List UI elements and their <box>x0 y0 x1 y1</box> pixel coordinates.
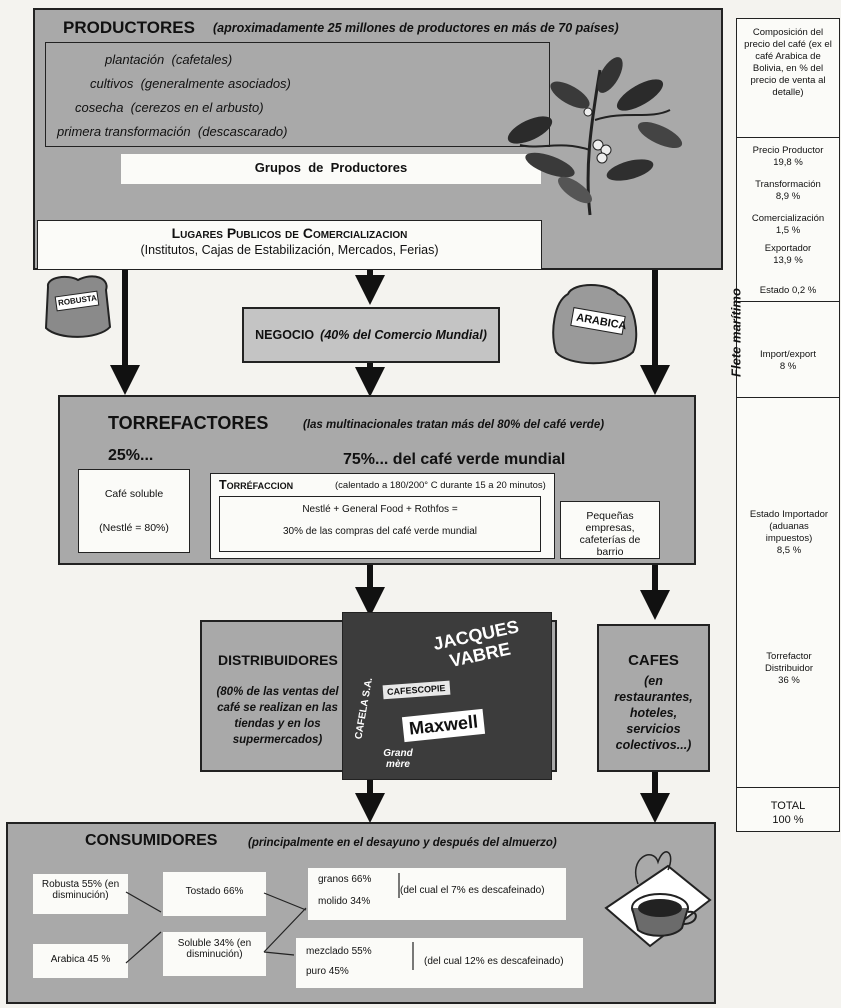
coffee-cup-image <box>598 838 714 950</box>
torrefaccion-detail: (calentado a 180/200° C durante 15 a 20 … <box>335 480 546 491</box>
composicion-transformacion: Transformación 8,9 % <box>737 179 839 203</box>
coffee-plant-image <box>490 50 690 220</box>
lugares-publicos-box: Lugares Publicos de Comercializacion (In… <box>37 220 542 270</box>
composicion-precio-productor: Precio Productor 19,8 % <box>737 145 839 169</box>
brands-image: JACQUES VABRE CAFESCOPIE Maxwell Grand m… <box>342 612 552 780</box>
composicion-comercializacion: Comercialización 1,5 % <box>737 213 839 237</box>
composicion-estado-importador: Estado Importador (aduanas impuestos) 8,… <box>745 509 833 557</box>
composicion-item-value: 8 % <box>779 361 797 372</box>
composicion-item-value: 0,2 % <box>791 285 817 296</box>
lugares-title: Lugares Publicos de Comercializacion <box>171 225 408 241</box>
arabica-sack: ARABICA <box>548 282 643 367</box>
negocio-label: NEGOCIO <box>255 328 315 342</box>
composicion-item-value: 8,5 % <box>776 545 802 556</box>
composicion-item-name: Estado Importador (aduanas impuestos) <box>749 509 829 544</box>
cafe-soluble-label: Café soluble <box>104 488 164 500</box>
tostado-box: Tostado 66% <box>163 872 266 916</box>
granos-label: granos 66% <box>318 874 372 885</box>
torrefactores-title: TORREFACTORES <box>108 413 269 433</box>
composicion-total-value: 100 % <box>772 814 804 826</box>
consumidores-title: CONSUMIDORES <box>85 832 218 849</box>
composicion-panel: Composición del precio del café (ex el c… <box>736 18 840 832</box>
granos-box: granos 66% molido 34% (del cual el 7% es… <box>308 868 566 920</box>
cafes-title: CAFES <box>628 652 679 669</box>
productores-subtitle: (aproximadamente 25 millones de producto… <box>213 21 619 35</box>
torrefactores-section: TORREFACTORES (las multinacionales trata… <box>58 395 696 565</box>
composicion-item-value: 13,9 % <box>773 255 803 266</box>
lugares-subtitle: (Institutos, Cajas de Estabilización, Me… <box>140 243 439 257</box>
distribuidores-detail: (80% de las ventas del café se realizan … <box>216 686 339 746</box>
nestle-line2: 30% de las compras del café verde mundia… <box>283 526 477 537</box>
composicion-item-name: Import/export <box>760 349 816 360</box>
nestle-line1: Nestlé + General Food + Rothfos = <box>302 504 458 515</box>
negocio-detail: (40% del Comercio Mundial) <box>320 328 487 342</box>
soluble-consumo-box: Soluble 34% (en disminución) <box>163 932 266 976</box>
torrefactores-pct-right: 75%... del café verde mundial <box>343 451 566 468</box>
puro-label: puro 45% <box>306 966 349 977</box>
productores-item-cosecha: cosecha (cerezos en el arbusto) <box>75 100 264 115</box>
torrefactores-pct-left: 25%... <box>108 447 154 464</box>
composicion-item-value: 1,5 % <box>775 225 801 236</box>
composicion-import-export: Import/export 8 % <box>737 349 839 373</box>
composicion-item-value: 36 % <box>778 675 800 686</box>
productores-items-box <box>45 42 550 147</box>
productores-section: PRODUCTORES (aproximadamente 25 millones… <box>33 8 723 270</box>
composicion-divider-1 <box>737 301 839 302</box>
brand-grand-mere: Grand mère <box>383 748 413 770</box>
coffee-cup-icon <box>604 851 712 948</box>
composicion-divider-3 <box>737 787 839 788</box>
torrefaccion-box: Torréfaccion (calentado a 180/200° C dur… <box>210 473 555 559</box>
composicion-header: Composición del precio del café (ex el c… <box>744 27 832 98</box>
productores-title: PRODUCTORES <box>63 18 195 37</box>
torrefaccion-title: Torréfaccion <box>219 478 294 492</box>
composicion-exportador: Exportador 13,9 % <box>737 243 839 267</box>
mezclado-label: mezclado 55% <box>306 946 372 957</box>
descafeinado-12-label: (del cual 12% es descafeinado) <box>424 956 564 967</box>
composicion-divider-2 <box>737 397 839 398</box>
mezclado-box: mezclado 55% puro 45% (del cual 12% es d… <box>296 938 583 988</box>
composicion-item-name: Estado <box>759 285 790 296</box>
consumidores-subtitle: (principalmente en el desayuno y después… <box>248 837 557 849</box>
composicion-item-value: 8,9 % <box>775 191 801 202</box>
composicion-item-name: Torrefactor Distribuidor <box>764 651 814 674</box>
distribuidores-title: DISTRIBUIDORES <box>218 652 338 668</box>
flete-maritimo-label: Flete marítimo <box>728 288 744 377</box>
arabica-consumo-box: Arabica 45 % <box>33 944 128 978</box>
cafe-soluble-detail: (Nestlé = 80%) <box>99 522 169 534</box>
molido-label: molido 34% <box>318 896 371 907</box>
robusta-sack-icon <box>44 275 112 338</box>
cafes-section: CAFES (en restaurantes, hoteles, servici… <box>597 624 710 772</box>
composicion-item-name: Transformación <box>755 179 821 190</box>
arabica-sack-icon <box>552 284 638 365</box>
descafeinado-7-label: (del cual el 7% es descafeinado) <box>400 885 545 896</box>
pequenas-empresas-box: Pequeñas empresas, cafeterías de barrio <box>560 501 660 559</box>
coffee-plant-icon <box>507 57 683 216</box>
composicion-torrefactor: Torrefactor Distribuidor 36 % <box>745 651 833 687</box>
composicion-item-name: Comercialización <box>751 213 825 224</box>
consumidores-section: CONSUMIDORES (principalmente en el desay… <box>6 822 716 1004</box>
torrefactores-subtitle: (las multinacionales tratan más del 80% … <box>303 419 605 431</box>
grupos-productores: Grupos de Productores <box>121 154 541 184</box>
robusta-sack: ROBUSTA <box>38 272 118 342</box>
negocio-box: NEGOCIO (40% del Comercio Mundial) <box>242 307 500 363</box>
composicion-item-name: Exportador <box>764 243 812 254</box>
productores-item-primera: primera transformación (descascarado) <box>57 124 288 139</box>
productores-item-cultivos: cultivos (generalmente asociados) <box>90 76 291 91</box>
cafes-detail: (en restaurantes, hoteles, servicios col… <box>614 674 693 752</box>
composicion-estado: Estado 0,2 % <box>737 285 839 297</box>
nestle-box: Nestlé + General Food + Rothfos = 30% de… <box>219 496 541 552</box>
composicion-item-value: 19,8 % <box>773 157 803 168</box>
composicion-item-name: Precio Productor <box>752 145 824 156</box>
robusta-consumo-box: Robusta 55% (en disminución) <box>33 874 128 914</box>
composicion-total-label: TOTAL <box>770 800 806 812</box>
composicion-divider-top <box>737 137 839 138</box>
composicion-total: TOTAL 100 % <box>737 799 839 827</box>
cafe-soluble-box: Café soluble (Nestlé = 80%) <box>78 469 190 553</box>
productores-item-plantacion: plantación (cafetales) <box>105 52 233 67</box>
